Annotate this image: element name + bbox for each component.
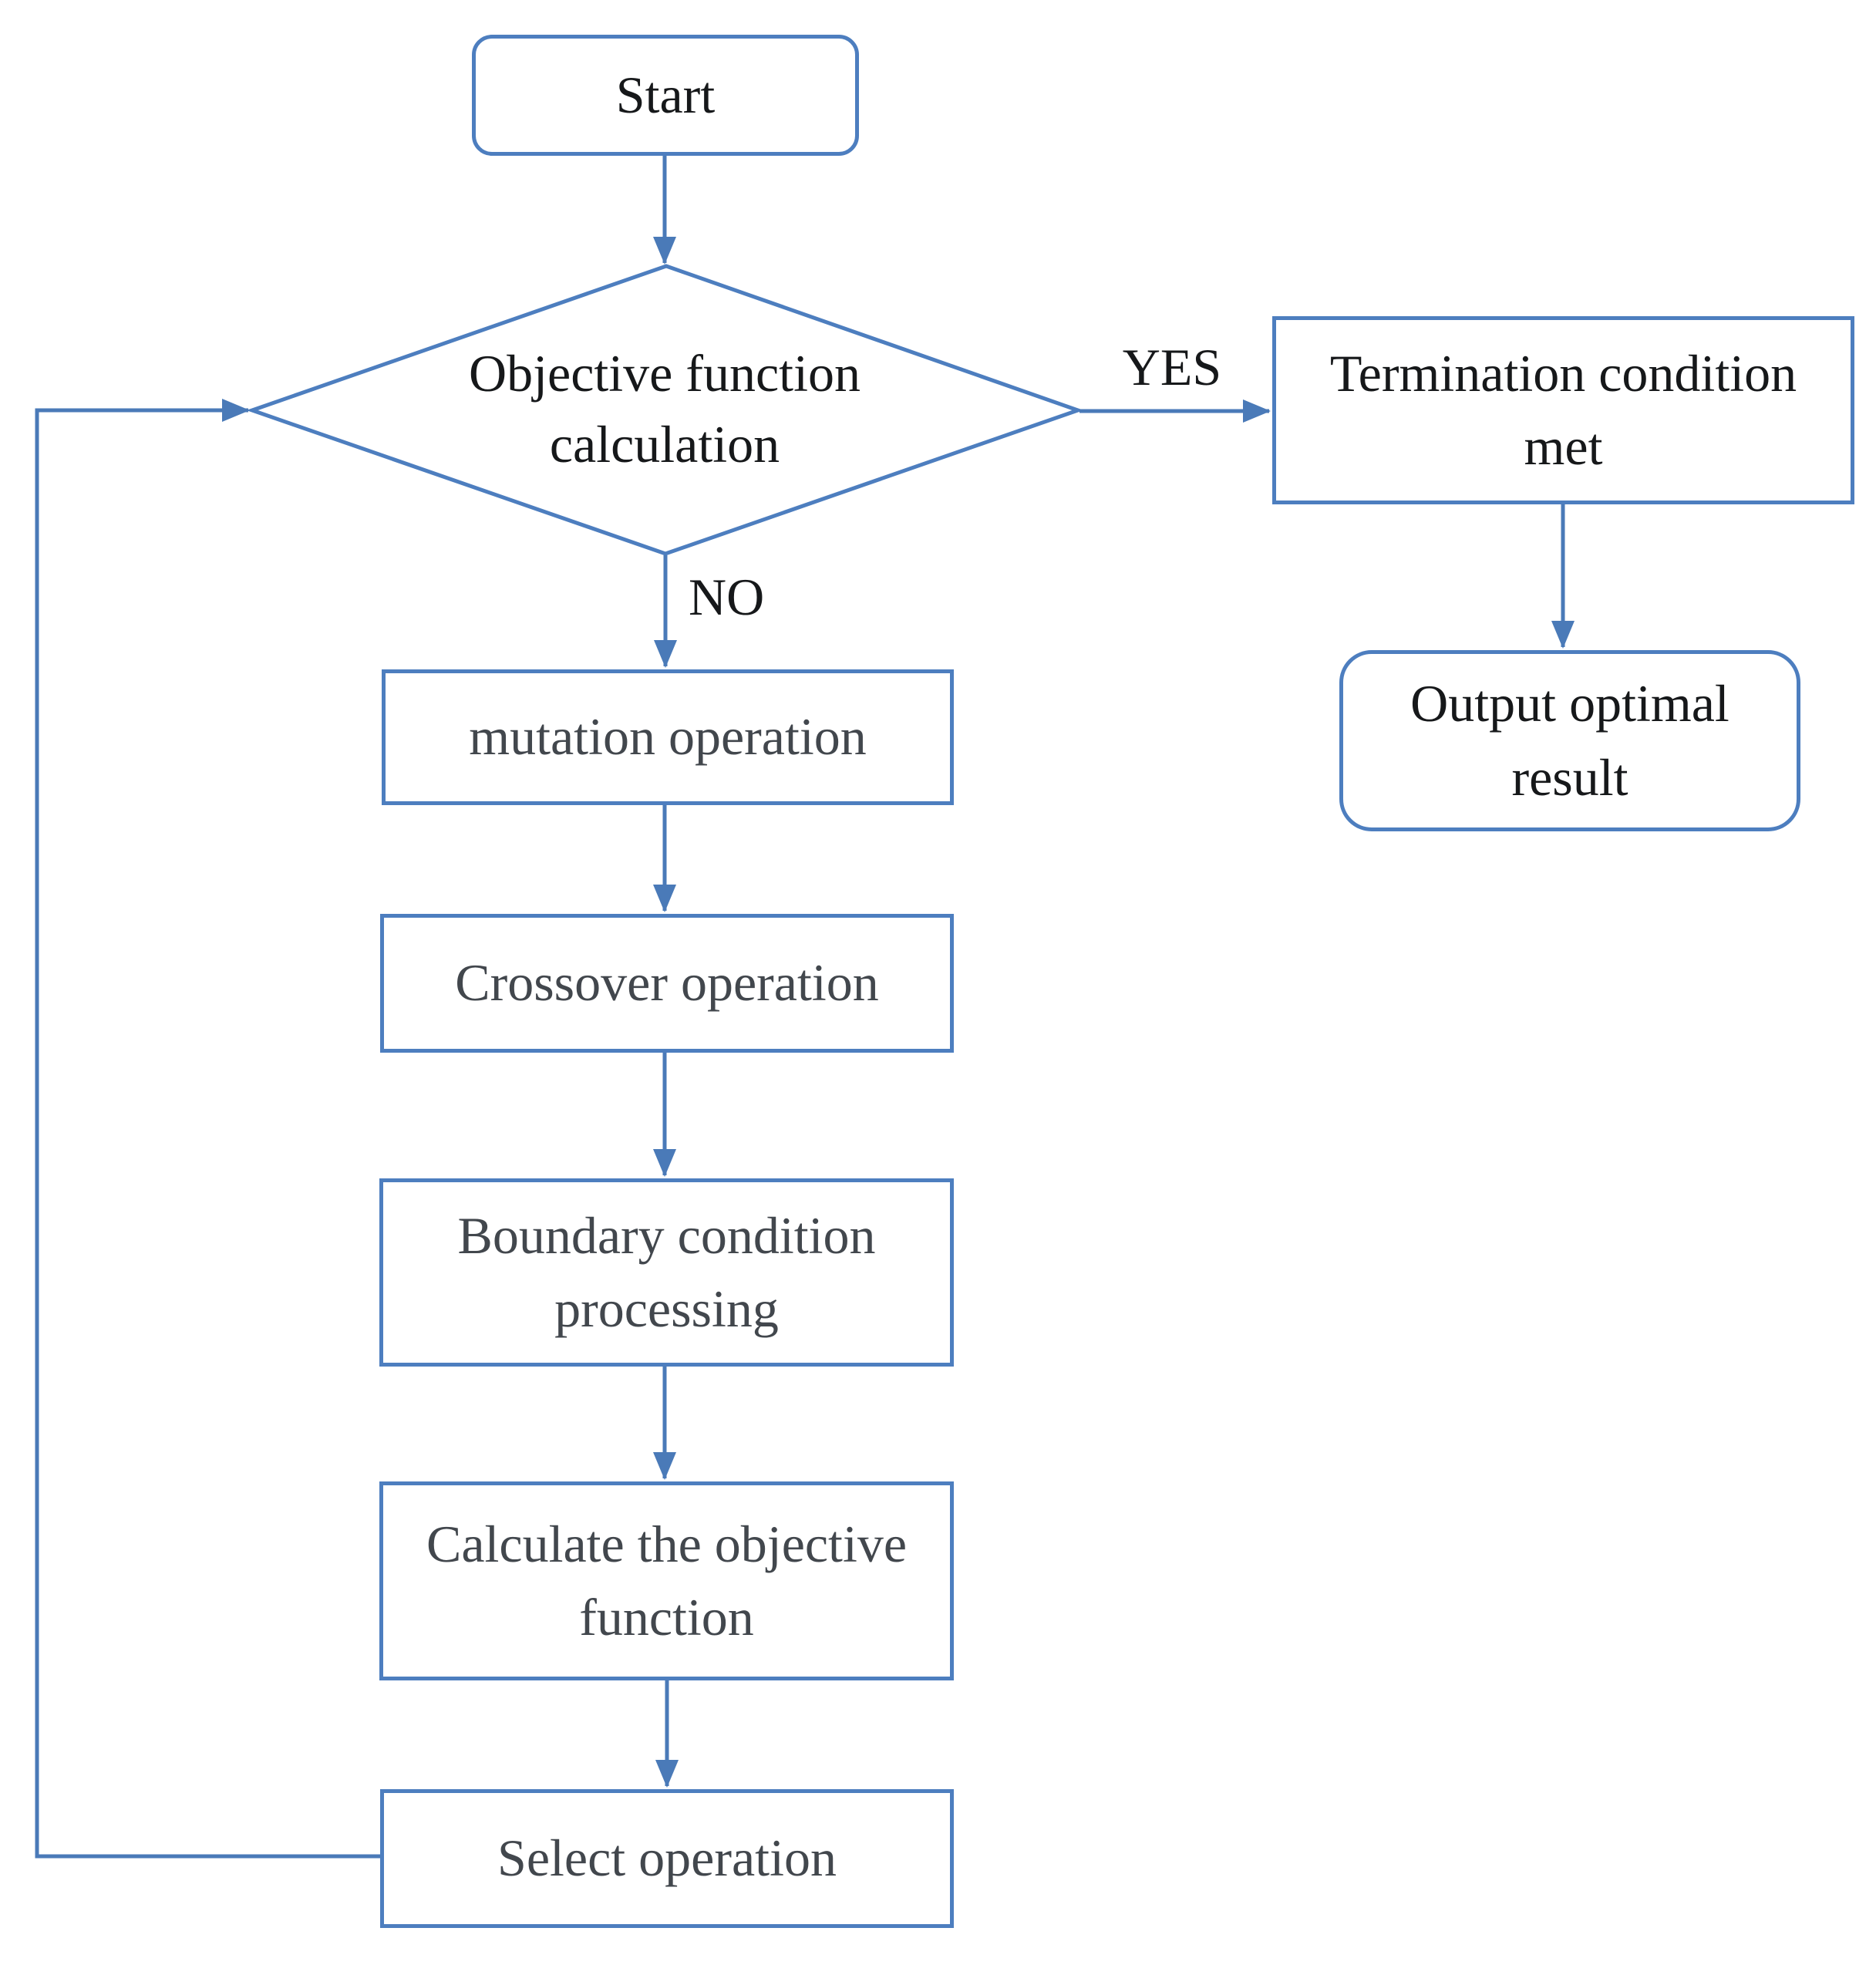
node-decision-label: Objective function calculation <box>469 344 861 474</box>
node-select: Select operation <box>380 1789 954 1928</box>
edge-label-yes: YES <box>1106 333 1238 403</box>
node-calculate: Calculate the objective function <box>379 1481 954 1680</box>
node-output: Output optimal result <box>1339 650 1800 831</box>
node-output-label: Output optimal result <box>1410 674 1729 807</box>
node-crossover: Crossover operation <box>380 914 954 1053</box>
yes-label-text: YES <box>1122 338 1222 397</box>
edge-label-no: NO <box>689 563 827 632</box>
node-start-label: Start <box>615 65 716 124</box>
decision-diamond-shape <box>246 264 1084 556</box>
node-crossover-label: Crossover operation <box>455 953 879 1013</box>
node-boundary: Boundary condition processing <box>379 1178 954 1367</box>
node-mutation: mutation operation <box>382 669 954 805</box>
node-termination-label: Termination condition met <box>1329 343 1797 476</box>
node-calculate-label: Calculate the objective function <box>426 1514 908 1646</box>
node-mutation-label: mutation operation <box>469 707 867 767</box>
no-label-text: NO <box>689 568 765 627</box>
node-select-label: Select operation <box>497 1828 837 1888</box>
node-decision-label-area: Objective function calculation <box>356 315 973 504</box>
edge-select-to-decision-feedback <box>35 399 380 1859</box>
node-boundary-label: Boundary condition processing <box>457 1205 876 1338</box>
node-termination: Termination condition met <box>1272 316 1854 504</box>
node-start: Start <box>472 35 859 156</box>
